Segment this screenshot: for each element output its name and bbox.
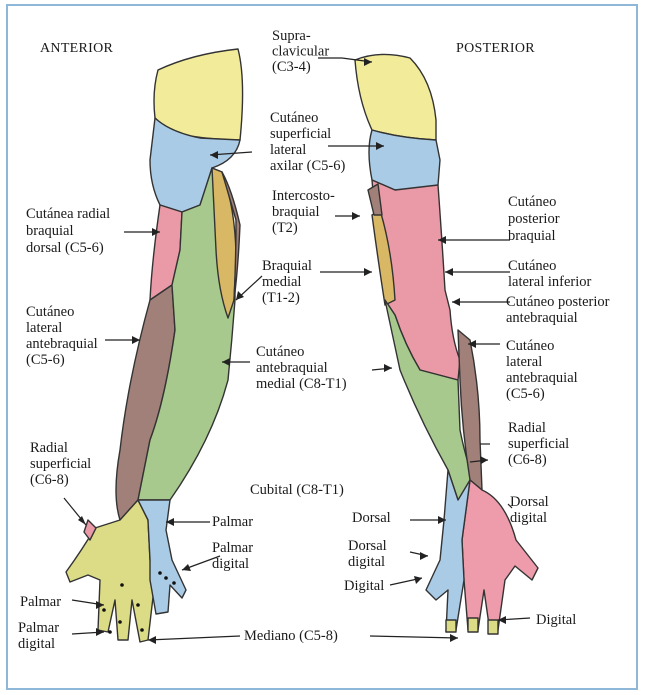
label-supraclavicular: Supra-clavicular(C3-4) bbox=[272, 28, 329, 75]
label-line: antebraquial bbox=[256, 360, 328, 376]
label-line: dorsal (C5-6) bbox=[26, 240, 104, 256]
label-cubital: Cubital (C8-T1) bbox=[250, 482, 344, 498]
label-line: (C5-6) bbox=[26, 352, 65, 368]
label-line: braquial bbox=[26, 223, 74, 239]
label-line: (T1-2) bbox=[262, 290, 300, 306]
posterior-digital-tip-1 bbox=[446, 620, 456, 632]
label-line: Palmar bbox=[212, 514, 253, 530]
label-line: Palmar bbox=[212, 540, 253, 556]
label-line: Digital bbox=[344, 578, 384, 594]
label-line: Cutáneo bbox=[26, 304, 74, 320]
label-digital-left: Digital bbox=[344, 578, 384, 594]
label-line: Cutáneo bbox=[506, 338, 554, 354]
label-line: digital bbox=[510, 510, 547, 526]
label-line: superficial bbox=[508, 436, 569, 452]
label-palmar-left: Palmar bbox=[20, 594, 61, 610]
label-line: lateral bbox=[506, 354, 542, 370]
label-line: medial bbox=[262, 274, 301, 290]
label-line: antebraquial bbox=[506, 370, 578, 386]
label-line: digital bbox=[18, 636, 55, 652]
label-line: Dorsal bbox=[348, 538, 387, 554]
label-line: Cubital (C8-T1) bbox=[250, 482, 344, 498]
posterior-digital-tip-2 bbox=[468, 618, 478, 632]
label-line: braquial bbox=[508, 228, 556, 244]
label-line: Intercosto- bbox=[272, 188, 335, 204]
label-line: Cutánea radial bbox=[26, 206, 110, 222]
posterior-digital-tip-3 bbox=[488, 620, 498, 634]
label-line: Palmar bbox=[18, 620, 59, 636]
label-line: digital bbox=[212, 556, 249, 572]
label-digital-right: Digital bbox=[536, 612, 576, 628]
label-line: Dorsal bbox=[352, 510, 391, 526]
label-line: Palmar bbox=[20, 594, 61, 610]
label-mediano: Mediano (C5-8) bbox=[244, 628, 338, 644]
label-palmar-right: Palmar bbox=[212, 514, 253, 530]
posterior-header: POSTERIOR bbox=[456, 41, 535, 56]
label-line: (C6-8) bbox=[508, 452, 547, 468]
label-intercostobraquial: Intercosto-braquial(T2) bbox=[272, 188, 335, 236]
posterior-supraclavicular-region bbox=[355, 54, 436, 140]
label-line: Cutáneo bbox=[508, 258, 556, 274]
label-line: Mediano (C5-8) bbox=[244, 628, 338, 644]
label-line: Cutáneo bbox=[270, 110, 318, 126]
label-line: lateral bbox=[26, 320, 62, 336]
label-line: (C6-8) bbox=[30, 472, 69, 488]
label-line: Radial bbox=[30, 440, 68, 456]
label-line: Braquial bbox=[262, 258, 312, 274]
label-line: Supra- bbox=[272, 28, 311, 44]
label-line: (C3-4) bbox=[272, 59, 311, 75]
label-line: Digital bbox=[536, 612, 576, 628]
label-line: braquial bbox=[272, 204, 320, 220]
label-line: Cutáneo posterior bbox=[506, 294, 610, 310]
label-line: posterior bbox=[508, 211, 560, 227]
label-line: antebraquial bbox=[506, 310, 578, 326]
anterior-header: ANTERIOR bbox=[40, 41, 114, 56]
label-line: lateral bbox=[270, 142, 306, 158]
label-line: antebraquial bbox=[26, 336, 98, 352]
label-dorsal: Dorsal bbox=[352, 510, 391, 526]
label-line: digital bbox=[348, 554, 385, 570]
anterior-hand-mediano-region bbox=[66, 500, 155, 642]
label-line: (T2) bbox=[272, 220, 298, 236]
label-line: superficial bbox=[30, 456, 91, 472]
label-line: Cutáneo bbox=[508, 194, 556, 210]
label-line: clavicular bbox=[272, 44, 329, 60]
label-line: superficial bbox=[270, 126, 331, 142]
label-line: lateral inferior bbox=[508, 274, 591, 290]
posterior-axilar-region bbox=[369, 130, 440, 190]
label-line: medial (C8-T1) bbox=[256, 376, 347, 392]
label-line: axilar (C5-6) bbox=[270, 158, 345, 174]
label-line: (C5-6) bbox=[506, 386, 545, 402]
label-line: Cutáneo bbox=[256, 344, 304, 360]
label-line: Radial bbox=[508, 420, 546, 436]
label-line: Dorsal bbox=[510, 494, 549, 510]
